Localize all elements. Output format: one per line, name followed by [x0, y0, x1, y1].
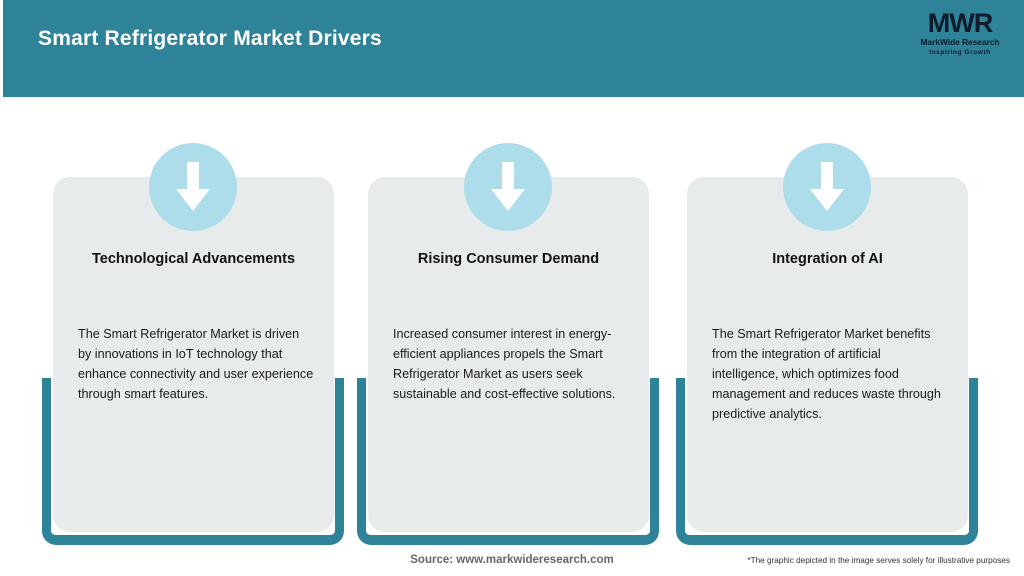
card-frame-accent-3 [676, 378, 978, 545]
logo-monogram-icon: MWR [927, 8, 993, 38]
down-arrow-icon [176, 162, 210, 211]
header-bar: Smart Refrigerator Market Drivers MWR Ma… [3, 0, 1024, 97]
card-frame-accent-2 [357, 378, 659, 545]
card-panel-3: Integration of AI The Smart Refrigerator… [687, 177, 968, 532]
card-title-2: Rising Consumer Demand [417, 251, 600, 267]
card-badge-3 [783, 143, 871, 231]
down-arrow-icon [491, 162, 525, 211]
card-frame-accent-1 [42, 378, 344, 545]
down-arrow-icon [810, 162, 844, 211]
disclaimer-note: *The graphic depicted in the image serve… [747, 556, 1010, 565]
card-panel-1: Technological Advancements The Smart Ref… [53, 177, 334, 532]
source-note: Source: www.markwideresearch.com [410, 554, 614, 566]
logo-tagline: Inspiring Growth [929, 49, 991, 56]
card-body-2: Increased consumer interest in energy-ef… [393, 327, 616, 401]
card-body-1: The Smart Refrigerator Market is driven … [78, 327, 314, 401]
card-title-3: Integration of AI [772, 251, 883, 267]
card-badge-2 [464, 143, 552, 231]
driver-card-2: Rising Consumer Demand Increased consume… [357, 0, 659, 576]
driver-card-3: Integration of AI The Smart Refrigerator… [676, 0, 978, 576]
card-body-3: The Smart Refrigerator Market benefits f… [712, 327, 941, 421]
logo-company-name: MarkWide Research [920, 37, 1000, 47]
card-title-1: Technological Advancements [91, 251, 296, 267]
card-badge-1 [149, 143, 237, 231]
card-panel-2: Rising Consumer Demand Increased consume… [368, 177, 649, 532]
driver-card-1: Technological Advancements The Smart Ref… [42, 0, 344, 576]
page-title: Smart Refrigerator Market Drivers [38, 27, 382, 50]
brand-logo: MWR MarkWide Research Inspiring Growth [908, 9, 1012, 63]
